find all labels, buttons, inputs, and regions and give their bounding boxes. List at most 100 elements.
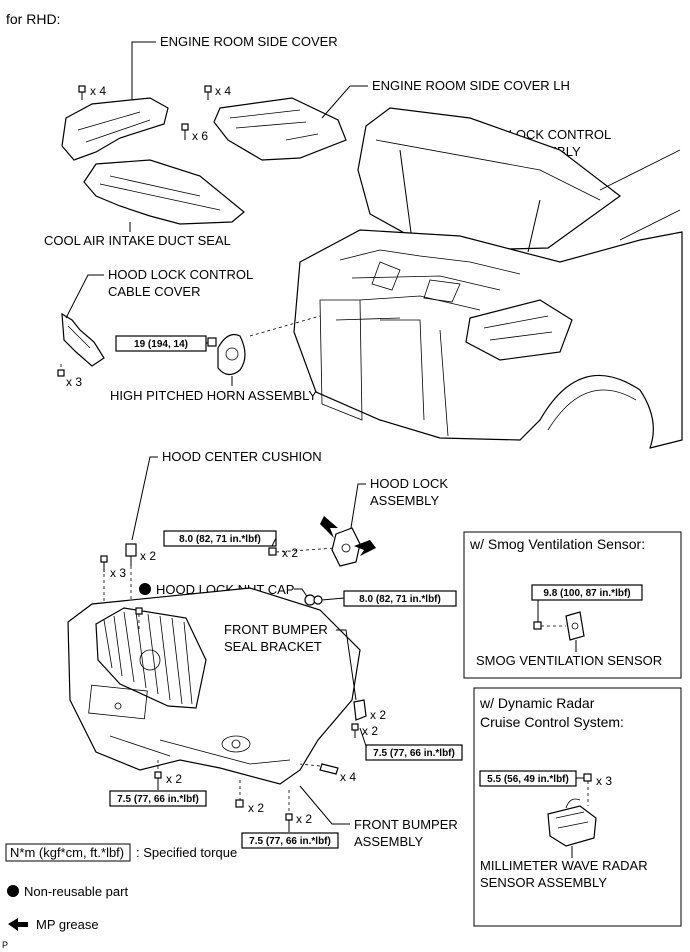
bolt-icon [268,547,277,556]
cool-air-intake-duct-seal-part [83,159,245,225]
engine-room-side-cover-lh-part [213,97,347,161]
torque-value: 5.5 (56, 49 in.*lbf) [487,774,569,785]
leader-line [359,727,367,747]
qty-label: x 4 [340,770,356,784]
bracket-part [353,699,367,721]
panel-title-radar: Cruise Control System: [480,714,624,730]
label-front-bumper-assembly: ASSEMBLY [354,834,423,849]
bolt-icon [154,771,162,790]
leader-line [336,629,357,701]
qty-label: x 3 [110,566,126,580]
mp-grease-arrow-icon [320,516,376,556]
footer-code: P [2,940,8,950]
cushion-icon [125,543,137,566]
bolt-icon [181,123,189,140]
torque-box [241,832,339,849]
qty-label: x 2 [166,772,182,786]
variant-header: for RHD: [6,11,60,27]
qty-label: x 2 [370,708,386,722]
label-smog-ventilation-sensor: SMOG VENTILATION SENSOR [476,653,662,668]
leader-line [249,315,321,337]
radar-panel [473,687,682,927]
torque-value: 7.5 (77, 66 in.*lbf) [373,748,455,759]
qty-label: x 3 [66,375,82,389]
hood-lock-part [331,527,361,567]
torque-box [365,744,463,761]
label-front-bumper-seal-bracket: FRONT BUMPER [224,622,328,637]
bolt-icon [533,621,542,630]
torque-value: 19 (194, 14) [134,339,188,350]
qty-label: x 2 [248,801,264,815]
label-front-bumper-seal-bracket: SEAL BRACKET [224,639,322,654]
nut-cap-icon [304,594,323,606]
label-hood-lock-control-cable-cover: CABLE COVER [108,284,200,299]
bolt-icon [583,773,592,782]
front-bumper-part [67,587,361,785]
label-front-bumper-assembly: FRONT BUMPER [354,817,458,832]
bolt-icon [207,337,217,347]
legend-torque-box [5,843,131,862]
bolt-icon [204,85,212,100]
legend-non-reusable: Non-reusable part [24,884,128,899]
bolt-icon [351,723,359,738]
leader-line [275,547,337,553]
label-engine-room-side-cover: ENGINE ROOM SIDE COVER [160,34,338,49]
legend-torque-units: N*m (kgf*cm, ft.*lbf) [10,845,124,860]
leader-line [65,274,104,319]
qty-label: x 2 [296,812,312,826]
qty-label: x 2 [362,724,378,738]
bolt-icon [100,555,108,572]
engine-room-side-cover-part [61,97,169,161]
qty-label: x 4 [90,84,106,98]
leader-line [321,597,345,601]
torque-value: 8.0 (82, 71 in.*lbf) [359,594,441,605]
label-hood-lock-control-cable-cover: HOOD LOCK CONTROL [108,267,253,282]
leader-line [321,85,368,119]
hood-lock-control-cable-cover-part [61,312,105,367]
torque-box [531,584,643,601]
vehicle-front-illustration [293,107,683,449]
label-hood-lock-assembly: ASSEMBLY [370,493,439,508]
bolt-icon [135,607,143,632]
qty-label: x 2 [140,549,156,563]
non-reusable-icon [7,885,19,897]
label-millimeter-wave-radar: SENSOR ASSEMBLY [480,875,607,890]
panel-title-smog: w/ Smog Ventilation Sensor: [469,536,645,552]
label-millimeter-wave-radar: MILLIMETER WAVE RADAR [480,858,648,873]
qty-label: x 4 [215,84,231,98]
torque-value: 8.0 (82, 71 in.*lbf) [179,534,261,545]
legend-mp-grease: MP grease [36,917,99,932]
torque-value: 7.5 (77, 66 in.*lbf) [117,794,199,805]
leader-line [271,537,277,547]
torque-value: 9.8 (100, 87 in.*lbf) [543,588,630,599]
screw-icon [319,763,339,775]
horn-part [217,333,246,376]
label-hood-center-cushion: HOOD CENTER CUSHION [162,449,322,464]
torque-box [109,790,207,807]
label-hood-lock-assembly: HOOD LOCK [370,476,448,491]
label-engine-room-side-cover-lh: ENGINE ROOM SIDE COVER LH [372,78,570,93]
leader-line [131,41,156,100]
leader-line [349,483,366,535]
bolt-icon [235,799,244,808]
radar-sensor-part [547,798,597,847]
mp-grease-arrow-icon [8,918,28,931]
label-cool-air-intake-duct-seal: COOL AIR INTAKE DUCT SEAL [44,233,231,248]
leader-line [131,456,158,541]
bolt-icon [285,813,293,832]
leader-line [294,588,309,599]
label-high-pitched-horn-assembly: HIGH PITCHED HORN ASSEMBLY [110,388,317,403]
bolt-icon [57,364,65,377]
smog-sensor-panel [463,531,682,679]
qty-label: x 3 [596,774,612,788]
torque-value: 7.5 (77, 66 in.*lbf) [249,836,331,847]
non-reusable-marker [139,583,151,595]
bolt-icon [78,85,86,100]
leader-line [299,785,350,825]
legend-torque-text: : Specified torque [136,845,237,860]
qty-label: x 2 [282,546,298,560]
smog-sensor-part [565,611,585,641]
panel-title-radar: w/ Dynamic Radar [479,695,595,711]
qty-label: x 6 [192,129,208,143]
